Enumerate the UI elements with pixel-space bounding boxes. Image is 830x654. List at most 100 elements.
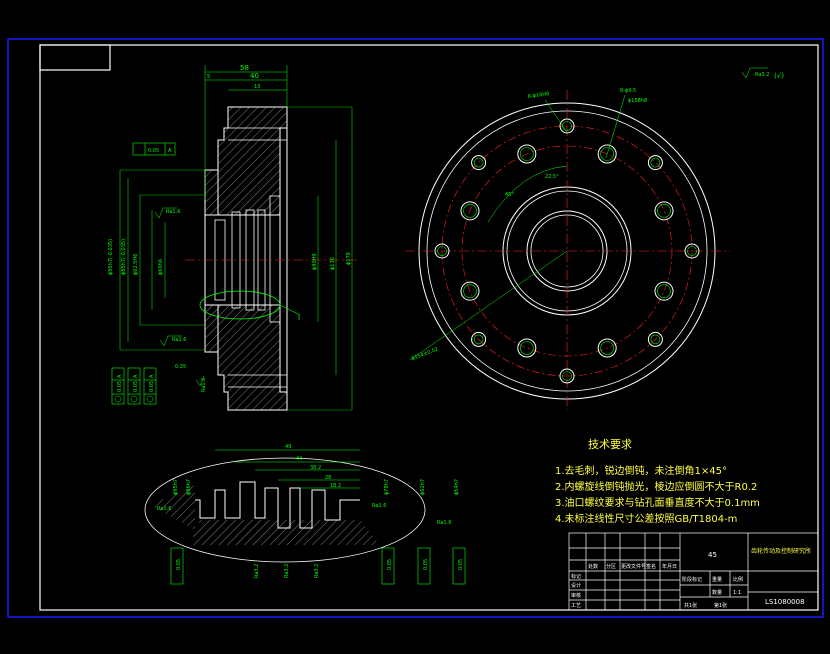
drawing-no: LS1080008 (765, 598, 805, 606)
roughness-2: Ra1.6 (172, 337, 186, 343)
svg-text:签名: 签名 (646, 563, 656, 570)
svg-text:更改文件号: 更改文件号 (621, 563, 646, 570)
bolt-hole (654, 281, 674, 301)
material: 45 (708, 551, 717, 559)
section-view: I 58 40 5 13 ϕ95h7(-0.035) ϕ85h7(-0.035)… (108, 64, 360, 411)
bolt-hole-inner (520, 341, 534, 355)
detail-dim-28: 28 (325, 475, 331, 481)
bolt-hole-inner (650, 334, 661, 345)
bolt-hole-inner (562, 371, 572, 381)
dia-90: ϕ90H9 (312, 253, 318, 270)
tolerance-frame-top (132, 142, 176, 156)
bolt-hole (517, 144, 537, 164)
qty-label: 数量 (712, 589, 722, 596)
svg-text:A: A (117, 374, 123, 378)
detail-view: 49 44 38.2 28 18.2 ϕ95h7 ϕ86h7 ϕ78h7 ϕ62… (144, 444, 466, 585)
bolt-hole-inner (473, 334, 484, 345)
scale-label: 比例 (733, 576, 743, 583)
stage-label: 阶段标记 (682, 576, 702, 583)
corner-roughness-check: (√) (774, 72, 784, 80)
dia-62: ϕ62.5H6 (133, 254, 139, 275)
inner-frame (39, 44, 819, 611)
tech-item-1: 1.去毛刺，锐边倒钝，未注倒角1×45° (555, 464, 727, 477)
title-block-text: 45 齿轮传动及控制研究所 阶段标记 重量 比例 1:1 数量 共1张 第1张 … (571, 547, 811, 609)
svg-text:分区: 分区 (606, 563, 616, 570)
bolt-hole-inner (473, 157, 484, 168)
dim-40: 40 (250, 72, 259, 80)
tech-item-3: 3.油口螺纹要求与钻孔面垂直度不大于0.1mm (555, 496, 760, 509)
svg-text:0.05: 0.05 (423, 559, 429, 570)
bolt-hole (597, 338, 617, 358)
bolt-hole (471, 331, 487, 347)
angle-22: 22.5° (545, 174, 559, 180)
hole-label-1: 8-ϕ18H8 (527, 91, 549, 100)
bolt-hole (654, 201, 674, 221)
svg-text:设计: 设计 (571, 582, 581, 589)
svg-text:ϕ62h7: ϕ62h7 (420, 479, 426, 495)
svg-text:A: A (133, 374, 139, 378)
institute-name: 齿轮传动及控制研究所 (751, 547, 811, 555)
bolt-hole-inner (650, 157, 661, 168)
detail-dim-44: 44 (296, 456, 302, 462)
tolerance-frames-left: 0.05 0.05 0.05 A A A (111, 367, 157, 405)
bolt-holes (434, 118, 700, 384)
bolt-hole (684, 243, 700, 259)
detail-tolerance-frames: 0.05 0.05 0.05 0.05 (170, 547, 466, 585)
tolerance-top-datum: A (168, 148, 172, 154)
tech-item-4: 4.未标注线性尺寸公差按照GB/T1804-m (555, 512, 737, 525)
svg-text:Ra1.6: Ra1.6 (157, 506, 171, 512)
weight-label: 重量 (712, 576, 722, 583)
tolerance-top-value: 0.05 (148, 148, 159, 154)
chamfer-035: 0.35 (175, 364, 186, 370)
svg-text:Ra3.2: Ra3.2 (254, 564, 260, 578)
svg-text:0.05: 0.05 (133, 381, 139, 392)
scale-value: 1:1 (733, 590, 741, 596)
sheet-no: 第1张 (714, 602, 727, 609)
corner-roughness: Ra3.2 (755, 72, 769, 78)
sheet-total: 共1张 (684, 602, 697, 609)
angle-45: 45° (505, 192, 514, 198)
bolt-hole-inner (657, 284, 671, 298)
svg-text:0.05: 0.05 (117, 381, 123, 392)
svg-text:标记: 标记 (571, 573, 581, 580)
dia-178: ϕ178 (346, 252, 352, 265)
dia-85: ϕ85h7(-0.035) (121, 239, 127, 275)
svg-text:0.05: 0.05 (458, 559, 464, 570)
svg-text:审核: 审核 (571, 592, 581, 599)
roughness-3: Ra1.6 (201, 378, 207, 392)
bolt-hole-inner (437, 246, 447, 256)
svg-text:Ra1.6: Ra1.6 (372, 503, 386, 509)
bolt-hole-inner (657, 204, 671, 218)
svg-text:Ra3.2: Ra3.2 (284, 564, 290, 578)
bolt-hole (559, 368, 575, 384)
svg-text:年月日: 年月日 (662, 563, 677, 570)
bolt-hole (647, 155, 663, 171)
dia-60: ϕ60h6 (158, 259, 164, 275)
svg-text:ϕ86h7: ϕ86h7 (186, 479, 192, 495)
dim-13: 13 (254, 84, 260, 90)
detail-dim-18: 18.2 (330, 483, 341, 489)
bolt-hole-inner (600, 147, 614, 161)
title-block (568, 532, 819, 611)
bolt-hole (434, 243, 450, 259)
svg-text:0.05: 0.05 (176, 559, 182, 570)
dim-58: 58 (240, 64, 249, 72)
bolt-hole-inner (463, 204, 477, 218)
bolt-hole (647, 331, 663, 347)
tech-requirements: 技术要求 1.去毛刺，锐边倒钝，未注倒角1×45° 2.内螺旋线倒钝抛光，棱边应… (555, 438, 760, 525)
pcd-label: ϕ158h8 (628, 98, 647, 104)
dim-5: 5 (207, 74, 210, 80)
detail-dim-49: 49 (285, 444, 291, 450)
corner-box (39, 44, 111, 71)
svg-text:0.05: 0.05 (149, 381, 155, 392)
face-view: 8-ϕ18H8 8-ϕ9.5 ϕ158h8 45° 22.5° ϕ154±0.0… (405, 67, 784, 410)
svg-text:工艺: 工艺 (571, 603, 581, 609)
dia-95: ϕ95h7(-0.035) (108, 239, 114, 275)
tech-title: 技术要求 (588, 438, 632, 451)
bolt-hole (517, 338, 537, 358)
bolt-hole-inner (687, 246, 697, 256)
hole-label-2: 8-ϕ9.5 (620, 88, 636, 94)
svg-text:处数: 处数 (588, 563, 598, 570)
svg-text:Ra3.2: Ra3.2 (314, 564, 320, 578)
svg-text:ϕ95h7: ϕ95h7 (173, 479, 179, 495)
